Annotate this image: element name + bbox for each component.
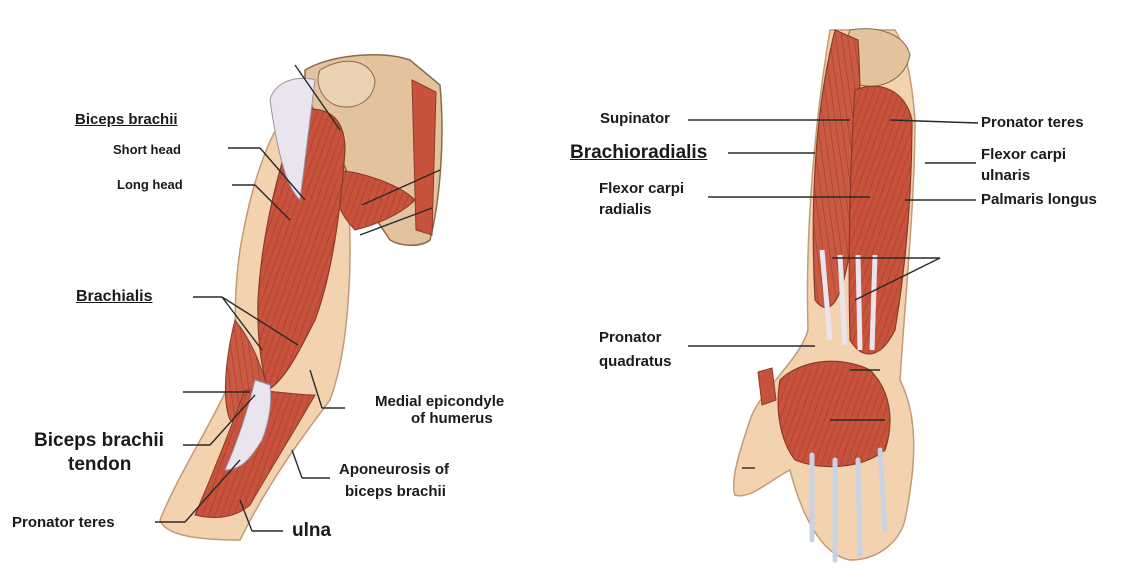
right-arm-illustration <box>734 29 915 560</box>
label-pronator-teres-left: Pronator teres <box>12 514 115 532</box>
label-pronator-teres-right: Pronator teres <box>981 114 1084 132</box>
label-flexor-carpi-radialis-line2: radialis <box>599 201 652 219</box>
label-flexor-carpi-radialis-line1: Flexor carpi <box>599 180 684 198</box>
label-short-head: Short head <box>113 142 181 158</box>
label-biceps-brachii-tendon-line2: tendon <box>68 454 131 477</box>
label-flexor-carpi-ulnaris-line2: ulnaris <box>981 167 1030 185</box>
label-medial-epicondyle-line1: Medial epicondyle <box>375 393 504 411</box>
label-aponeurosis-line1: Aponeurosis of <box>339 461 449 479</box>
hand-muscles-shape <box>778 361 890 466</box>
label-biceps-brachii: Biceps brachii <box>75 111 178 129</box>
label-aponeurosis-line2: biceps brachii <box>345 483 446 501</box>
label-ulna: ulna <box>292 520 331 543</box>
label-pronator-quadratus-line1: Pronator <box>599 329 662 347</box>
label-flexor-carpi-ulnaris-line1: Flexor carpi <box>981 146 1066 164</box>
label-medial-epicondyle-line2: of humerus <box>411 410 493 428</box>
scapula-ridge <box>412 80 436 235</box>
label-biceps-brachii-tendon-line1: Biceps brachii <box>34 430 164 453</box>
label-supinator: Supinator <box>600 110 670 128</box>
label-brachioradialis: Brachioradialis <box>570 142 707 165</box>
label-long-head: Long head <box>117 177 183 193</box>
label-brachialis: Brachialis <box>76 287 152 306</box>
label-pronator-quadratus-line2: quadratus <box>599 353 672 371</box>
label-palmaris-longus: Palmaris longus <box>981 191 1097 209</box>
